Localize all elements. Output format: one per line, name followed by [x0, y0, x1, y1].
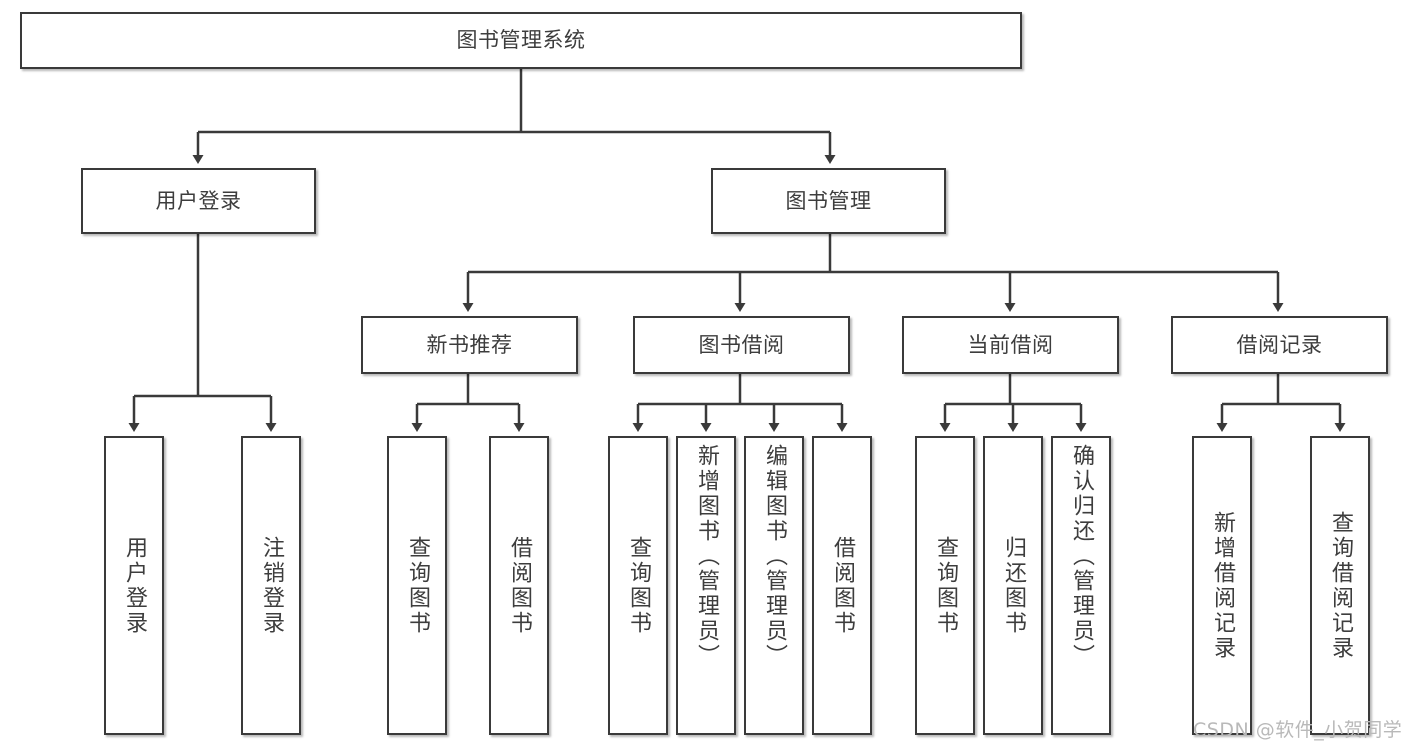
node-user-login[interactable]: 用户登录 [81, 168, 316, 234]
label-wrap: 新增图书（管理员） [678, 438, 734, 733]
node-label: 归还图书 [1001, 535, 1026, 636]
leaf-confirm-return[interactable]: 确认归还（管理员） [1051, 436, 1111, 735]
label-wrap: 借阅图书 [491, 438, 547, 733]
label-wrap: 注销登录 [243, 438, 299, 733]
node-label: 查询图书 [626, 535, 651, 636]
node-new-book-recommend[interactable]: 新书推荐 [361, 316, 578, 374]
label-wrap: 归还图书 [985, 438, 1041, 733]
node-label: 查询借阅记录 [1328, 510, 1353, 661]
label-wrap: 查询图书 [389, 438, 445, 733]
leaf-logout-login[interactable]: 注销登录 [241, 436, 301, 735]
node-label: 图书管理系统 [456, 28, 586, 53]
node-book-borrow[interactable]: 图书借阅 [633, 316, 850, 374]
label-wrap: 新增借阅记录 [1194, 438, 1250, 733]
node-label: 图书管理 [785, 188, 872, 213]
node-label: 新书推荐 [426, 332, 513, 357]
leaf-add-book[interactable]: 新增图书（管理员） [676, 436, 736, 735]
node-label: 借阅图书 [507, 535, 532, 636]
label-wrap: 确认归还（管理员） [1053, 438, 1109, 733]
leaf-edit-book[interactable]: 编辑图书（管理员） [744, 436, 804, 735]
label-wrap: 查询借阅记录 [1312, 438, 1368, 733]
node-label: 查询图书 [405, 535, 430, 636]
node-book-management[interactable]: 图书管理 [711, 168, 946, 234]
node-current-borrow[interactable]: 当前借阅 [902, 316, 1119, 374]
leaf-query-book-borrow[interactable]: 查询图书 [608, 436, 668, 735]
label-wrap: 用户登录 [106, 438, 162, 733]
leaf-query-book-current[interactable]: 查询图书 [915, 436, 975, 735]
node-label: 借阅图书 [830, 535, 855, 636]
leaf-return-book[interactable]: 归还图书 [983, 436, 1043, 735]
node-label: 用户登录 [155, 188, 242, 213]
leaf-add-borrow-record[interactable]: 新增借阅记录 [1192, 436, 1252, 735]
node-label: 用户登录 [122, 535, 147, 636]
node-label: 查询图书 [933, 535, 958, 636]
node-label: 确认归还（管理员） [1069, 444, 1094, 669]
node-label: 当前借阅 [967, 332, 1054, 357]
node-label: 注销登录 [259, 535, 284, 636]
node-book-management-system[interactable]: 图书管理系统 [20, 12, 1022, 69]
label-wrap: 借阅图书 [814, 438, 870, 733]
node-borrow-record[interactable]: 借阅记录 [1171, 316, 1388, 374]
leaf-query-borrow-record[interactable]: 查询借阅记录 [1310, 436, 1370, 735]
leaf-user-login[interactable]: 用户登录 [104, 436, 164, 735]
label-wrap: 查询图书 [610, 438, 666, 733]
label-wrap: 查询图书 [917, 438, 973, 733]
leaf-borrow-book-recommend[interactable]: 借阅图书 [489, 436, 549, 735]
node-label: 图书借阅 [698, 332, 785, 357]
node-label: 新增借阅记录 [1210, 510, 1235, 661]
node-label: 新增图书（管理员） [694, 444, 719, 669]
node-label: 编辑图书（管理员） [762, 444, 787, 669]
leaf-query-book-recommend[interactable]: 查询图书 [387, 436, 447, 735]
label-wrap: 编辑图书（管理员） [746, 438, 802, 733]
leaf-borrow-book-borrow[interactable]: 借阅图书 [812, 436, 872, 735]
csdn-watermark: CSDN @软件_小贺同学 [1193, 719, 1403, 741]
node-label: 借阅记录 [1236, 332, 1323, 357]
